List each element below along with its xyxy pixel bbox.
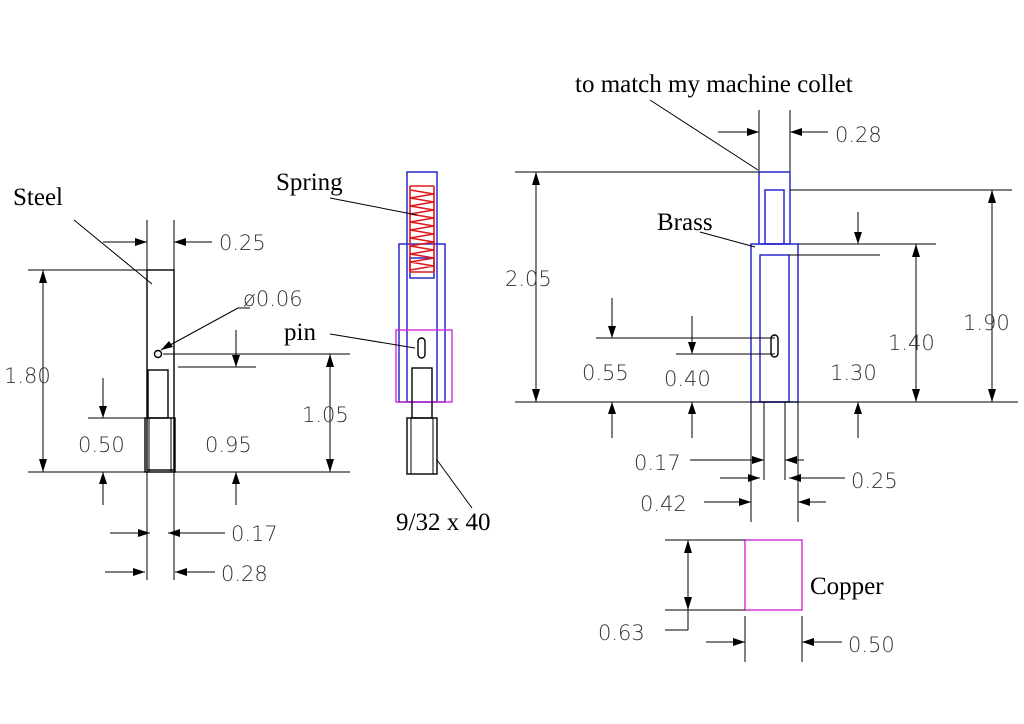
dim-copper-height: 0.63 (598, 539, 745, 645)
dim-steel-pin-len: 0.95 (205, 433, 252, 505)
pin-leader (329, 333, 416, 349)
dim-brass-slot-bottom: 0.40 (664, 316, 775, 438)
dim-pin-hole-dia: ø0.06 (160, 287, 303, 351)
dim-steel-od: 0.28 (105, 562, 268, 586)
dim-pin-hole-height-text: 1.05 (302, 403, 349, 427)
dim-steel-bore: 0.17 (110, 522, 278, 546)
dim-steel-bore-text: 0.17 (231, 522, 278, 546)
dim-brass-overall-text: 2.05 (505, 267, 552, 291)
steel-leader (73, 219, 153, 285)
dim-brass-overall: 2.05 (505, 171, 1018, 403)
dim-steel-top-width-text: 0.25 (219, 231, 266, 255)
dim-brass-top-width: 0.28 (718, 123, 882, 147)
dim-brass-inner-text: 0.25 (851, 469, 898, 493)
spring-label: Spring (276, 169, 343, 196)
dim-copper-width-text: 0.50 (848, 633, 895, 657)
dim-copper-width: 0.50 (706, 616, 895, 662)
steel-part (144, 220, 176, 580)
dim-steel-pin-len-text: 0.95 (205, 433, 252, 457)
steel-label: Steel (13, 184, 63, 211)
dim-brass-slot-width: 0.17 (634, 451, 804, 475)
assembly-view (395, 171, 453, 475)
copper-label: Copper (810, 573, 884, 600)
dim-steel-thread-len: 0.50 (78, 378, 145, 505)
dim-brass-body-text: 1.90 (963, 311, 1010, 335)
dim-pin-hole-dia-text: ø0.06 (243, 287, 303, 311)
copper-part (744, 539, 803, 611)
pin-label: pin (284, 319, 316, 346)
dim-steel-thread-len-text: 0.50 (78, 433, 125, 457)
dim-brass-od: 0.42 (640, 492, 826, 516)
dim-brass-lower-text: 1.30 (830, 361, 877, 385)
thread-label: 9/32 x 40 (396, 509, 490, 536)
dim-brass-slot-top: 0.55 (582, 298, 775, 438)
dim-brass-body: 1.90 (790, 189, 1012, 402)
collet-note: to match my machine collet (575, 71, 853, 98)
spring-leader (329, 197, 418, 216)
dim-brass-slot-bottom-text: 0.40 (664, 367, 711, 391)
dim-brass-top-width-text: 0.28 (835, 123, 882, 147)
brass-label: Brass (657, 209, 713, 236)
thread-leader (436, 459, 473, 509)
dim-brass-bore-depth: 1.40 (789, 212, 936, 402)
collet-leader (649, 99, 759, 171)
dim-brass-slot-width-text: 0.17 (634, 451, 681, 475)
dim-steel-height-text: 1.80 (4, 364, 51, 388)
dim-brass-inner: 0.25 (720, 469, 898, 493)
dim-pin-hole-height: 1.05 (163, 330, 350, 473)
dim-brass-od-text: 0.42 (640, 492, 687, 516)
dim-brass-bore-depth-text: 1.40 (888, 331, 935, 355)
dim-steel-top-width: 0.25 (103, 231, 266, 255)
brass-leader (699, 231, 756, 248)
dim-brass-lower: 1.30 (830, 361, 877, 438)
dim-brass-slot-top-text: 0.55 (582, 361, 629, 385)
dim-steel-height: 1.80 (4, 269, 147, 473)
dim-steel-od-text: 0.28 (221, 562, 268, 586)
dim-copper-height-text: 0.63 (598, 621, 645, 645)
